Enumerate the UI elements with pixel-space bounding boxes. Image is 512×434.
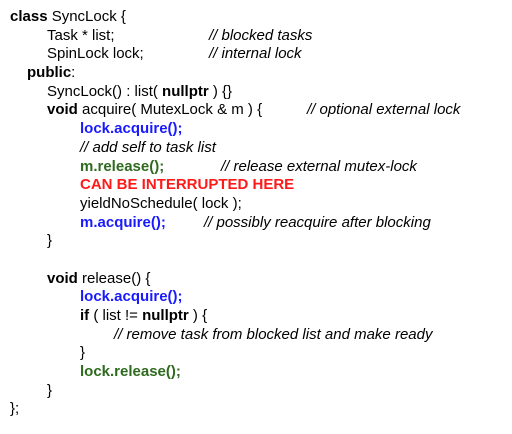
yield-call: yieldNoSchedule( lock ); <box>80 194 242 212</box>
keyword-nullptr: nullptr <box>162 82 209 100</box>
code-line-9: m.release(); // release external mutex-lo… <box>10 158 432 177</box>
comment-internal-lock: // internal lock <box>209 45 302 63</box>
code-line-21: } <box>10 382 432 401</box>
keyword-nullptr: nullptr <box>142 307 189 324</box>
lock-release-call: lock.release(); <box>80 363 181 381</box>
public-colon: : <box>71 64 76 82</box>
comment-add-self: // add self to task list <box>80 138 216 156</box>
code-line-6: void acquire( MutexLock & m ) { // option… <box>10 101 460 120</box>
code-line-7: lock.acquire(); <box>10 120 432 139</box>
m-release-call: m.release(); <box>80 157 165 175</box>
keyword-if: if <box>80 307 90 324</box>
keyword-void: void <box>47 269 78 287</box>
acquire-signature: acquire( MutexLock & m ) { <box>77 101 263 119</box>
release-signature: release() { <box>77 269 151 287</box>
close-brace: } <box>47 381 53 399</box>
member-list: Task * list; <box>47 26 115 44</box>
code-line-4: public: <box>10 64 432 83</box>
code-line-blank <box>10 251 432 270</box>
code-line-2: Task * list; // blocked tasks <box>10 27 432 46</box>
code-line-3: SpinLock lock; // internal lock <box>10 45 432 64</box>
comment-release-external: // release external mutex-lock <box>221 157 417 175</box>
m-acquire-call: m.acquire(); <box>80 213 166 231</box>
comment-remove-task: // remove task from blocked list and mak… <box>114 325 433 343</box>
code-line-20: lock.release(); <box>10 363 432 382</box>
comment-optional-external-lock: // optional external lock <box>307 101 461 119</box>
constructor-start: SyncLock() : list( <box>47 82 163 100</box>
code-line-8: // add self to task list <box>10 139 432 158</box>
class-close: }; <box>10 400 20 418</box>
close-brace: } <box>47 232 53 250</box>
code-line-18: // remove task from blocked list and mak… <box>10 326 432 345</box>
keyword-class: class <box>10 8 48 25</box>
code-line-1: class SyncLock { <box>10 8 432 27</box>
code-line-15: void release() { <box>10 270 432 289</box>
code-line-11: yieldNoSchedule( lock ); <box>10 195 432 214</box>
if-condition-end: ) { <box>188 307 208 324</box>
lock-acquire-call: lock.acquire(); <box>80 288 183 306</box>
code-listing: class SyncLock { Task * list; // blocked … <box>10 8 460 419</box>
code-line-16: lock.acquire(); <box>10 288 432 307</box>
comment-reacquire: // possibly reacquire after blocking <box>204 213 431 231</box>
code-line-12: m.acquire(); // possibly reacquire after … <box>10 214 432 233</box>
code-line-19: } <box>10 344 432 363</box>
comment-blocked-tasks: // blocked tasks <box>209 26 313 44</box>
code-line-13: } <box>10 232 432 251</box>
keyword-void: void <box>47 101 78 119</box>
class-declaration: SyncLock { <box>47 8 126 25</box>
code-line-22: }; <box>10 400 432 419</box>
code-line-5: SyncLock() : list( nullptr ) {} <box>10 83 432 102</box>
code-line-17: if ( list != nullptr ) { <box>10 307 432 326</box>
keyword-public: public <box>27 64 72 82</box>
if-condition-start: ( list != <box>89 307 143 324</box>
lock-acquire-call: lock.acquire(); <box>80 120 183 138</box>
constructor-end: ) {} <box>208 82 233 100</box>
interrupt-warning: CAN BE INTERRUPTED HERE <box>80 176 295 194</box>
close-brace: } <box>80 344 86 362</box>
member-lock: SpinLock lock; <box>47 45 144 63</box>
code-line-10: CAN BE INTERRUPTED HERE <box>10 176 432 195</box>
